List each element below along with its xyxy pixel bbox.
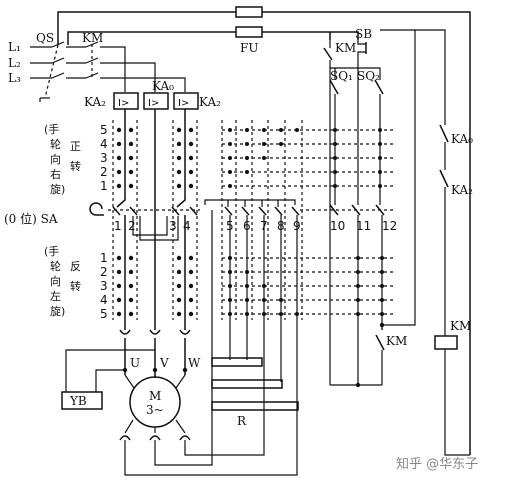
position-number: 3 bbox=[100, 151, 108, 165]
position-number: 5 bbox=[100, 307, 108, 321]
label-km-ctrl: KM bbox=[335, 41, 356, 55]
svg-text:转: 转 bbox=[70, 279, 81, 293]
contact-number: 2 bbox=[128, 219, 136, 233]
overcurrent-relays: I> I> I> bbox=[113, 92, 199, 110]
resistor-2 bbox=[211, 379, 283, 389]
resistor-contacts bbox=[204, 120, 303, 405]
label-l1: L₁ bbox=[8, 40, 21, 54]
label-ka0-right: KA₀ bbox=[451, 132, 473, 146]
label-qs: QS bbox=[36, 31, 54, 45]
terminal-v-top bbox=[149, 329, 161, 335]
svg-text:I>: I> bbox=[118, 98, 129, 109]
reverse-position-dots bbox=[116, 255, 194, 317]
main-switch bbox=[30, 41, 186, 102]
label-w: W bbox=[188, 356, 201, 370]
phase-lines bbox=[112, 109, 198, 320]
label-v: V bbox=[159, 356, 169, 370]
contact-number: 5 bbox=[226, 219, 234, 233]
rotary-handle-icon bbox=[89, 202, 104, 216]
position-number: 1 bbox=[100, 251, 108, 265]
label-ka2-right2: KA₂ bbox=[451, 183, 473, 197]
watermark: 知乎 @华东子 bbox=[396, 456, 478, 472]
terminal-w-top bbox=[179, 329, 191, 335]
label-l2: L₂ bbox=[8, 56, 21, 70]
contact-number: 8 bbox=[277, 219, 285, 233]
resistor-3 bbox=[211, 401, 299, 411]
labels: QS KM L₁ L₂ L₃ FU KM SB SQ₁ SQ₂ KA₀ KA₂ … bbox=[4, 27, 478, 472]
contact-number: 7 bbox=[260, 219, 268, 233]
svg-text:向: 向 bbox=[50, 274, 61, 288]
label-sq1: SQ₁ bbox=[330, 69, 353, 83]
contact-number: 10 bbox=[330, 219, 345, 233]
label-km-top: KM bbox=[82, 31, 103, 45]
position-number: 2 bbox=[100, 165, 108, 179]
label-ka0-relay: KA₀ bbox=[152, 79, 174, 93]
fuse-bottom bbox=[235, 26, 263, 38]
svg-text:反: 反 bbox=[70, 260, 81, 273]
position-number: 4 bbox=[100, 137, 108, 151]
contact-number: 9 bbox=[293, 219, 301, 233]
label-ka2-right: KA₂ bbox=[199, 95, 221, 109]
relay-box-3 bbox=[173, 92, 199, 110]
svg-text:轮: 轮 bbox=[50, 259, 61, 273]
contact-number: 11 bbox=[356, 219, 371, 233]
label-l3: L₃ bbox=[8, 71, 21, 85]
contact-number: 3 bbox=[169, 219, 177, 233]
control-contacts bbox=[323, 29, 416, 388]
svg-text:右: 右 bbox=[50, 167, 61, 181]
svg-text:左: 左 bbox=[50, 290, 61, 303]
contact-number: 4 bbox=[183, 219, 191, 233]
label-fu: FU bbox=[240, 41, 258, 55]
svg-text:向: 向 bbox=[50, 152, 61, 166]
svg-text:旋): 旋) bbox=[50, 182, 65, 196]
svg-text:正: 正 bbox=[70, 140, 81, 153]
motor-section bbox=[61, 320, 298, 476]
svg-text:I>: I> bbox=[178, 98, 189, 109]
label-sq2: SQ₂ bbox=[357, 69, 380, 83]
svg-text:轮: 轮 bbox=[50, 137, 61, 151]
label-r: R bbox=[237, 414, 247, 428]
svg-text:(手: (手 bbox=[44, 244, 59, 258]
label-motor: M bbox=[149, 389, 161, 403]
right-control bbox=[415, 29, 470, 456]
resistor-1 bbox=[211, 357, 263, 367]
svg-text:转: 转 bbox=[70, 159, 81, 173]
resistor-bank bbox=[211, 357, 299, 411]
position-number: 1 bbox=[100, 179, 108, 193]
position-number: 3 bbox=[100, 279, 108, 293]
label-sa: (0 位) SA bbox=[4, 211, 58, 226]
terminal-u-top bbox=[119, 329, 131, 335]
label-motor-sub: 3~ bbox=[146, 403, 164, 417]
km-coil bbox=[434, 335, 458, 350]
svg-text:(手: (手 bbox=[44, 122, 59, 136]
position-number: 5 bbox=[100, 123, 108, 137]
relay-box-1 bbox=[113, 92, 139, 110]
position-number: 2 bbox=[100, 265, 108, 279]
contact-number: 12 bbox=[382, 219, 397, 233]
label-u: U bbox=[130, 356, 140, 370]
relay-box-2 bbox=[143, 92, 169, 110]
brake-box bbox=[61, 391, 103, 410]
position-number: 4 bbox=[100, 293, 108, 307]
label-yb: YB bbox=[69, 394, 87, 408]
top-control-wiring bbox=[57, 6, 471, 455]
svg-text:I>: I> bbox=[148, 98, 159, 109]
label-ka2-left: KA₂ bbox=[84, 95, 106, 109]
label-km-coil: KM bbox=[450, 319, 471, 333]
sa-contacts-1-4 bbox=[108, 206, 200, 241]
fuse-top bbox=[235, 6, 263, 18]
contact-number: 1 bbox=[114, 219, 122, 233]
label-km-contact-low: KM bbox=[386, 334, 407, 348]
contact-number: 6 bbox=[243, 219, 251, 233]
svg-text:旋): 旋) bbox=[50, 304, 65, 318]
forward-position-dots bbox=[116, 127, 194, 189]
label-sb: SB bbox=[355, 27, 372, 41]
